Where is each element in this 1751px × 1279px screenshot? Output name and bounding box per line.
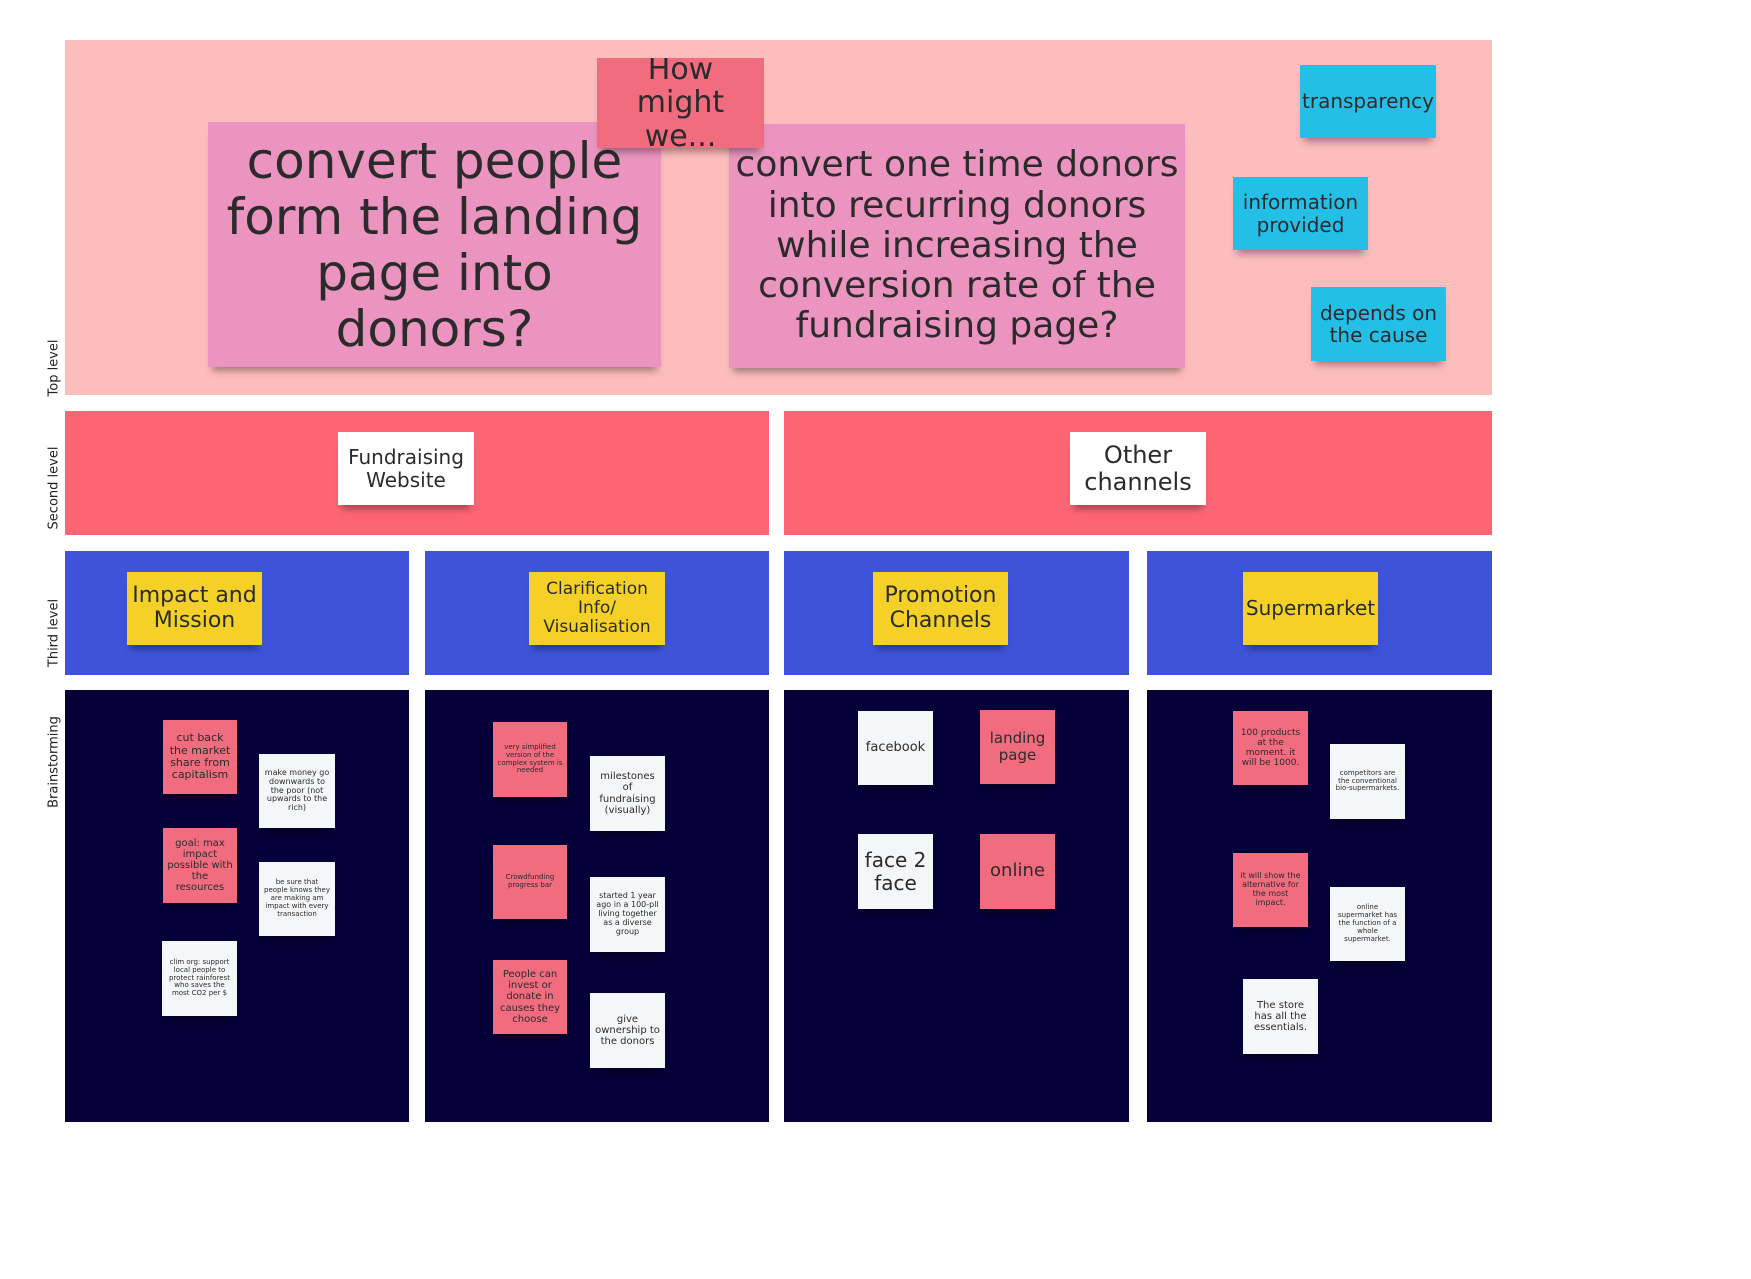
note-crowdfunding-progress-bar[interactable]: Crowdfunding progress bar: [493, 845, 567, 919]
brainstorm-frame-1[interactable]: [65, 690, 409, 1122]
note-simplified-version[interactable]: very simplified version of the complex s…: [493, 722, 567, 797]
note-depends-on-cause[interactable]: depends on the cause: [1311, 287, 1446, 361]
sticky-fundraising-website[interactable]: Fundraising Website: [338, 432, 474, 505]
note-facebook[interactable]: facebook: [858, 711, 933, 785]
brainstorm-frame-3[interactable]: [784, 690, 1129, 1122]
note-landing-page[interactable]: landing page: [980, 710, 1055, 784]
sticky-other-channels[interactable]: Other channels: [1070, 432, 1206, 505]
note-alternative-most-impact[interactable]: it will show the alternative for the mos…: [1233, 853, 1308, 927]
hmw-question-landing-page[interactable]: convert people form the landing page int…: [208, 122, 661, 367]
note-100-products[interactable]: 100 products at the moment. it will be 1…: [1233, 711, 1308, 785]
sticky-impact-mission[interactable]: Impact and Mission: [127, 572, 262, 645]
note-people-can-invest[interactable]: People can invest or donate in causes th…: [493, 960, 567, 1034]
note-information-provided[interactable]: information provided: [1233, 177, 1368, 250]
note-transparency[interactable]: transparency: [1300, 65, 1436, 138]
sticky-clarification-info[interactable]: Clarification Info/ Visualisation: [529, 572, 665, 645]
note-cut-back-market-share[interactable]: cut back the market share from capitalis…: [163, 720, 237, 794]
sticky-promotion-channels[interactable]: Promotion Channels: [873, 572, 1008, 645]
note-goal-max-impact[interactable]: goal: max impact possible with the resou…: [163, 828, 237, 903]
hmw-header-sticky[interactable]: How might we...: [597, 58, 764, 148]
note-milestones[interactable]: milestones of fundraising (visually): [590, 756, 665, 831]
note-online-supermarket[interactable]: online supermarket has the function of a…: [1330, 887, 1405, 961]
brainstorm-frame-4[interactable]: [1147, 690, 1492, 1122]
note-started-1-year-ago[interactable]: started 1 year ago in a 100-pll living t…: [590, 877, 665, 952]
note-be-sure-impact[interactable]: be sure that people knows they are makin…: [259, 862, 335, 936]
hmw-question-recurring-donors[interactable]: convert one time donors into recurring d…: [729, 124, 1185, 368]
note-competitors[interactable]: competitors are the conventional bio-sup…: [1330, 744, 1405, 819]
note-make-money-downwards[interactable]: make money go downwards to the poor (not…: [259, 754, 335, 828]
note-store-essentials[interactable]: The store has all the essentials.: [1243, 979, 1318, 1054]
note-give-ownership[interactable]: give ownership to the donors: [590, 993, 665, 1068]
sticky-supermarket[interactable]: Supermarket: [1243, 572, 1378, 645]
note-face-2-face[interactable]: face 2 face: [858, 834, 933, 909]
note-online[interactable]: online: [980, 834, 1055, 909]
note-clim-org[interactable]: clim org: support local people to protec…: [162, 941, 237, 1016]
